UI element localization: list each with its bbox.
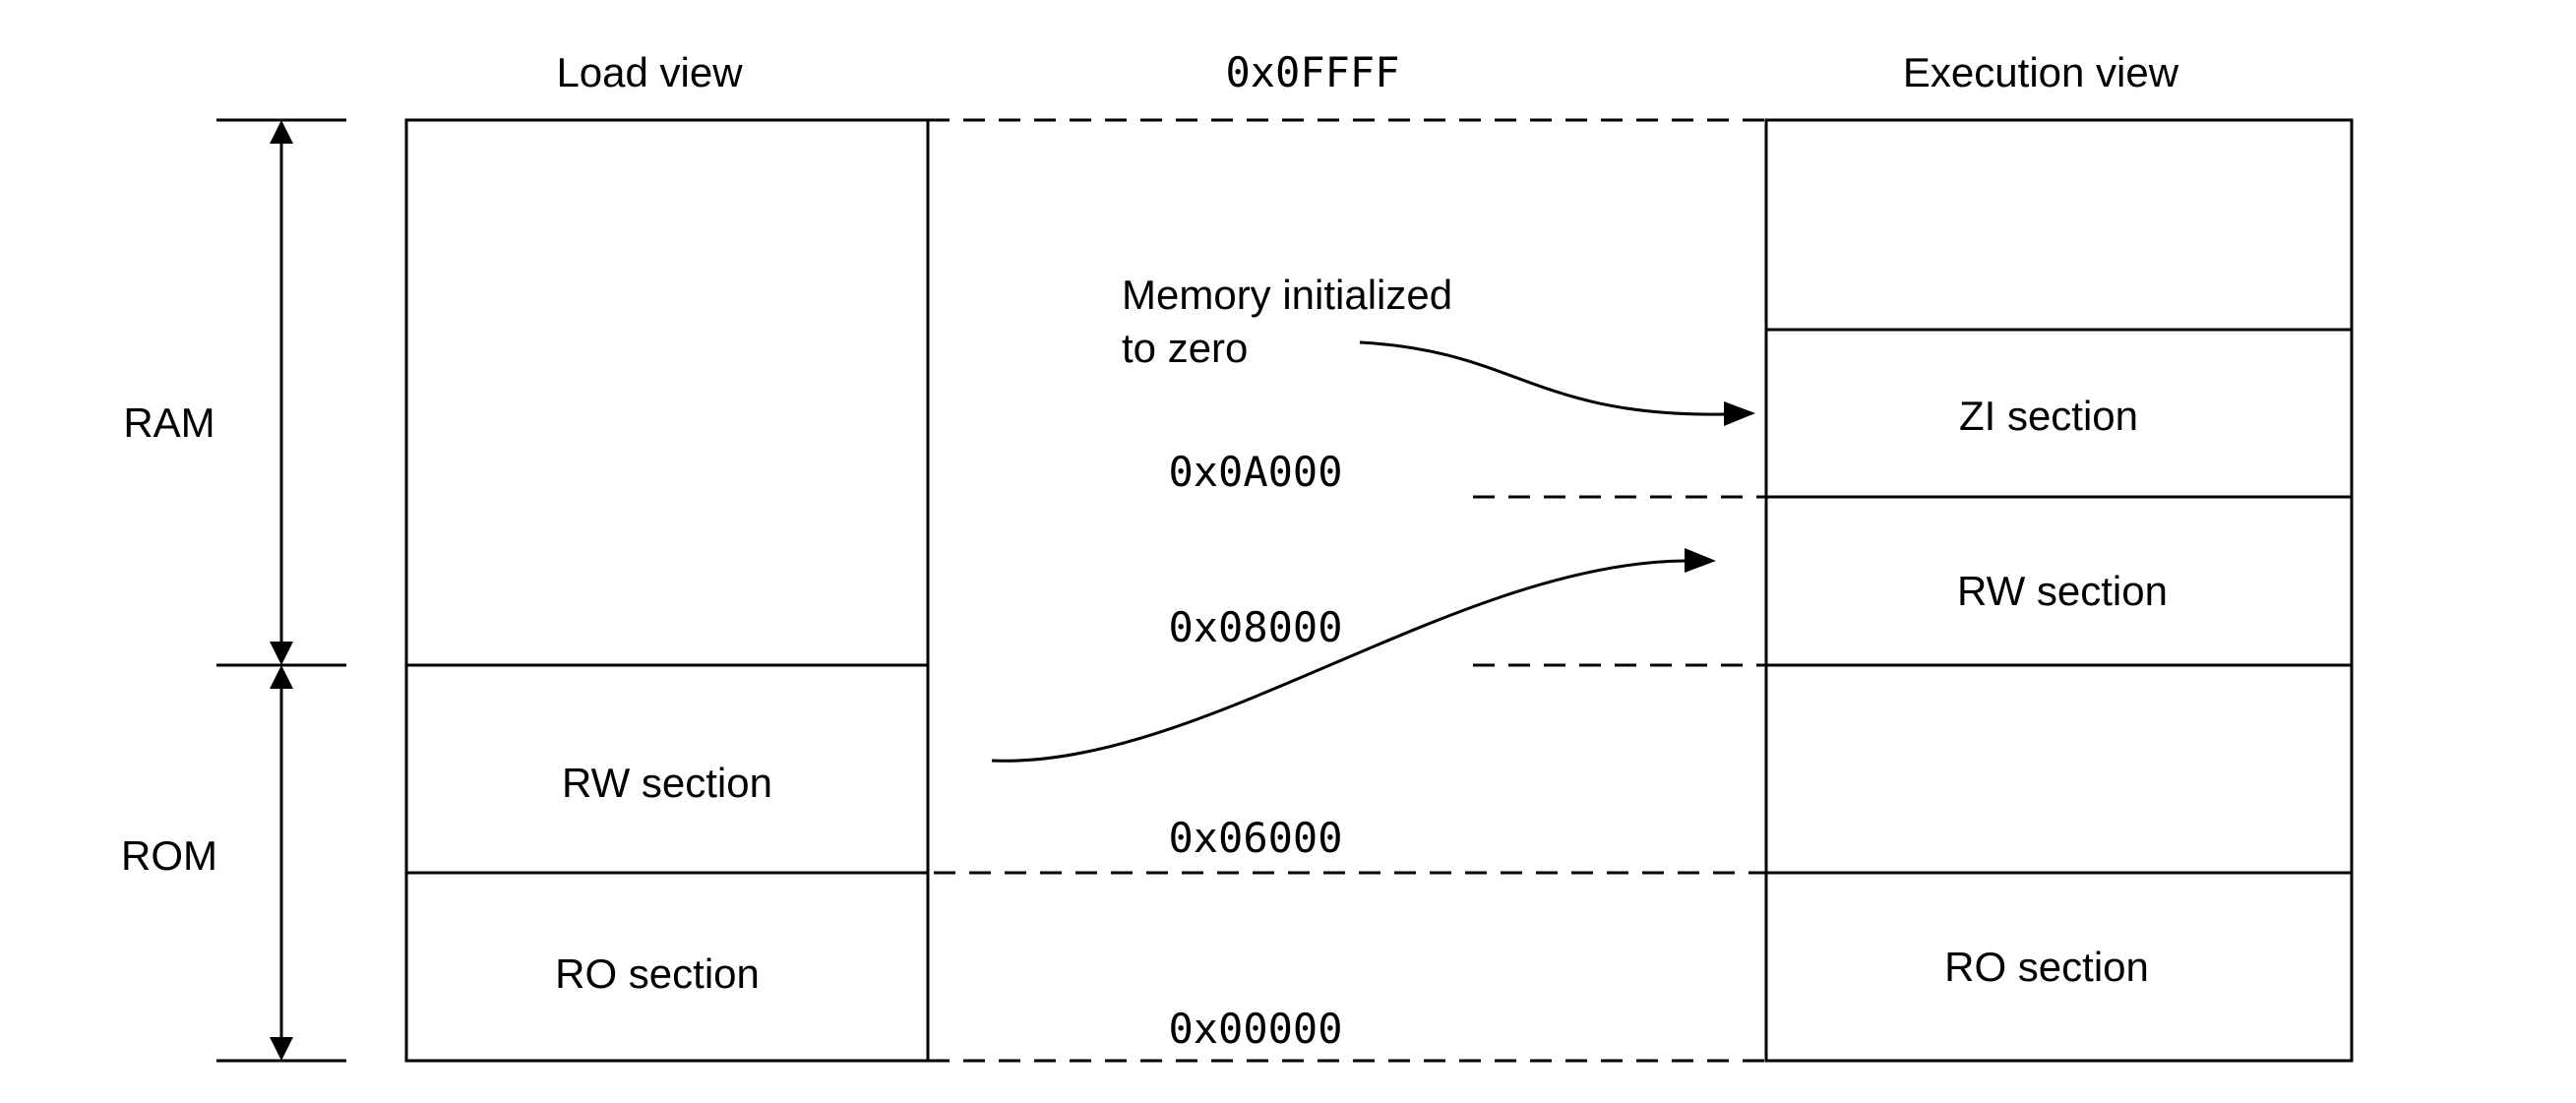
rw-copy-arrow-curve (991, 559, 1686, 763)
rom-label: ROM (121, 832, 217, 879)
region-dimension-arrows (216, 118, 346, 1063)
exec-ro-section-label: RO section (1944, 944, 2149, 990)
load-rw-section-label: RW section (562, 760, 772, 806)
rom-arrow-down-icon (270, 1037, 293, 1061)
execution-view-column: ZI section RW section RO section (1764, 118, 2354, 1063)
address-0x08000-label: 0x08000 (1168, 603, 1342, 651)
address-0x0a000-label: 0x0A000 (1168, 448, 1342, 496)
address-guide-lines (898, 118, 1825, 1063)
top-address-label: 0x0FFFF (1225, 48, 1399, 96)
load-view-header: Load view (556, 49, 743, 95)
execution-view-header: Execution view (1903, 49, 2179, 95)
zi-annotation-line-2: to zero (1122, 325, 1248, 371)
ram-arrow-down-icon (270, 642, 293, 665)
ram-arrow-up-icon (270, 120, 293, 144)
load-view-column: RW section RO section (404, 118, 930, 1063)
ram-label: RAM (123, 399, 215, 446)
zi-annotation-arrow-curve (1359, 340, 1725, 416)
zi-annotation-line-1: Memory initialized (1122, 272, 1452, 318)
exec-zi-section-label: ZI section (1959, 393, 2138, 439)
address-0x06000-label: 0x06000 (1168, 814, 1342, 862)
load-view-outline (404, 118, 930, 1063)
exec-rw-section-label: RW section (1957, 568, 2168, 614)
zi-annotation-arrowhead-icon (1724, 401, 1755, 426)
rw-copy-arrowhead-icon (1685, 548, 1716, 573)
address-0x00000-label: 0x00000 (1168, 1005, 1342, 1053)
load-ro-section-label: RO section (555, 950, 760, 997)
execution-view-outline (1764, 118, 2354, 1063)
rom-arrow-up-icon (270, 665, 293, 689)
